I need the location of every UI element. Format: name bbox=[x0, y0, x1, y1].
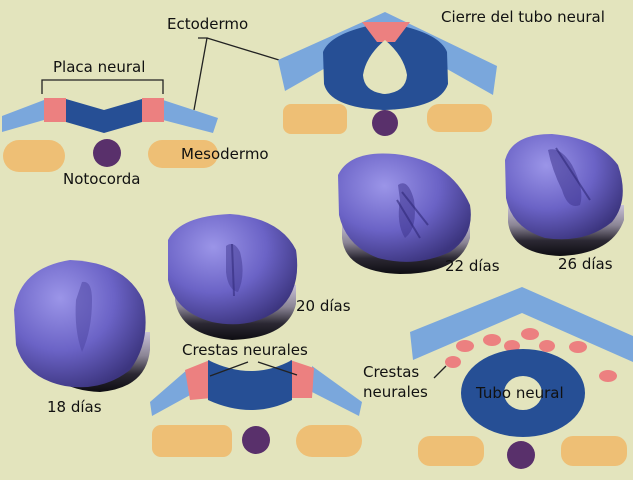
ectoderm-left bbox=[2, 100, 44, 132]
mesoderm-right-2 bbox=[427, 104, 492, 132]
embryo-18-dias bbox=[14, 260, 150, 392]
ectoderm-crests-right bbox=[312, 366, 362, 416]
neural-plate-section bbox=[2, 79, 218, 172]
notochord-1 bbox=[93, 139, 121, 167]
neural-plate bbox=[66, 99, 142, 133]
neural-crest-cell-4 bbox=[504, 340, 520, 352]
notochord-4 bbox=[507, 441, 535, 469]
neural-fold-3 bbox=[208, 360, 292, 410]
stage-label-22: 22 días bbox=[445, 257, 500, 275]
label-crestas-neurales-top: Crestas neurales bbox=[182, 341, 308, 359]
neural-canal bbox=[504, 376, 542, 410]
crests-section bbox=[150, 360, 362, 457]
label-crestas-line1: Crestas bbox=[363, 363, 420, 381]
label-tubo-neural: Tubo neural bbox=[476, 384, 564, 402]
neural-crest-right-3 bbox=[290, 360, 314, 398]
crestas-tube-pointer bbox=[433, 365, 447, 379]
notochord-3 bbox=[242, 426, 270, 454]
mesoderm-right-1 bbox=[148, 140, 218, 168]
neural-crest-right bbox=[142, 98, 164, 122]
label-crestas-line2: neurales bbox=[363, 383, 428, 401]
mesoderm-left-2 bbox=[283, 104, 347, 134]
mesoderm-right-3 bbox=[296, 425, 362, 457]
ectodermo-pointer bbox=[193, 37, 280, 111]
neural-groove bbox=[363, 40, 407, 94]
stage-label-18: 18 días bbox=[47, 398, 102, 416]
label-cierre-tubo-neural: Cierre del tubo neural bbox=[441, 8, 605, 26]
neural-crest-cell-8 bbox=[599, 370, 617, 382]
label-placa-neural: Placa neural bbox=[53, 58, 146, 76]
ectoderm-crests-left bbox=[150, 369, 192, 416]
mesoderm-left-3 bbox=[152, 425, 232, 457]
stage-label-26: 26 días bbox=[558, 255, 613, 273]
crestas-pointer bbox=[209, 361, 298, 377]
neural-crest-cell-7 bbox=[445, 356, 461, 368]
neural-crest-left-3 bbox=[185, 360, 212, 400]
label-mesodermo: Mesodermo bbox=[181, 145, 269, 163]
closure-section bbox=[278, 12, 497, 136]
tube-section bbox=[410, 287, 633, 469]
neural-crest-cell-2 bbox=[483, 334, 501, 346]
ectoderm-right bbox=[163, 100, 218, 133]
neural-crest-cell-3 bbox=[521, 328, 539, 340]
mesoderm-left-4 bbox=[418, 436, 484, 466]
embryo-20-dias bbox=[168, 214, 298, 340]
neural-crest-left bbox=[44, 98, 66, 122]
notochord-2 bbox=[372, 110, 398, 136]
neural-crest-cell-1 bbox=[456, 340, 474, 352]
mesoderm-right-4 bbox=[561, 436, 627, 466]
neural-crest-cell-5 bbox=[539, 340, 555, 352]
ectoderm-tube bbox=[410, 287, 633, 362]
embryo-26-dias bbox=[505, 134, 624, 256]
label-ectodermo: Ectodermo bbox=[167, 15, 249, 33]
neural-crest-closure bbox=[362, 22, 410, 42]
stage-label-20: 20 días bbox=[296, 297, 351, 315]
placa-neural-bracket bbox=[41, 79, 164, 94]
label-notocorda: Notocorda bbox=[63, 170, 141, 188]
neural-crest-cell-6 bbox=[569, 341, 587, 353]
mesoderm-left-1 bbox=[3, 140, 65, 172]
embryo-22-dias bbox=[338, 153, 471, 274]
